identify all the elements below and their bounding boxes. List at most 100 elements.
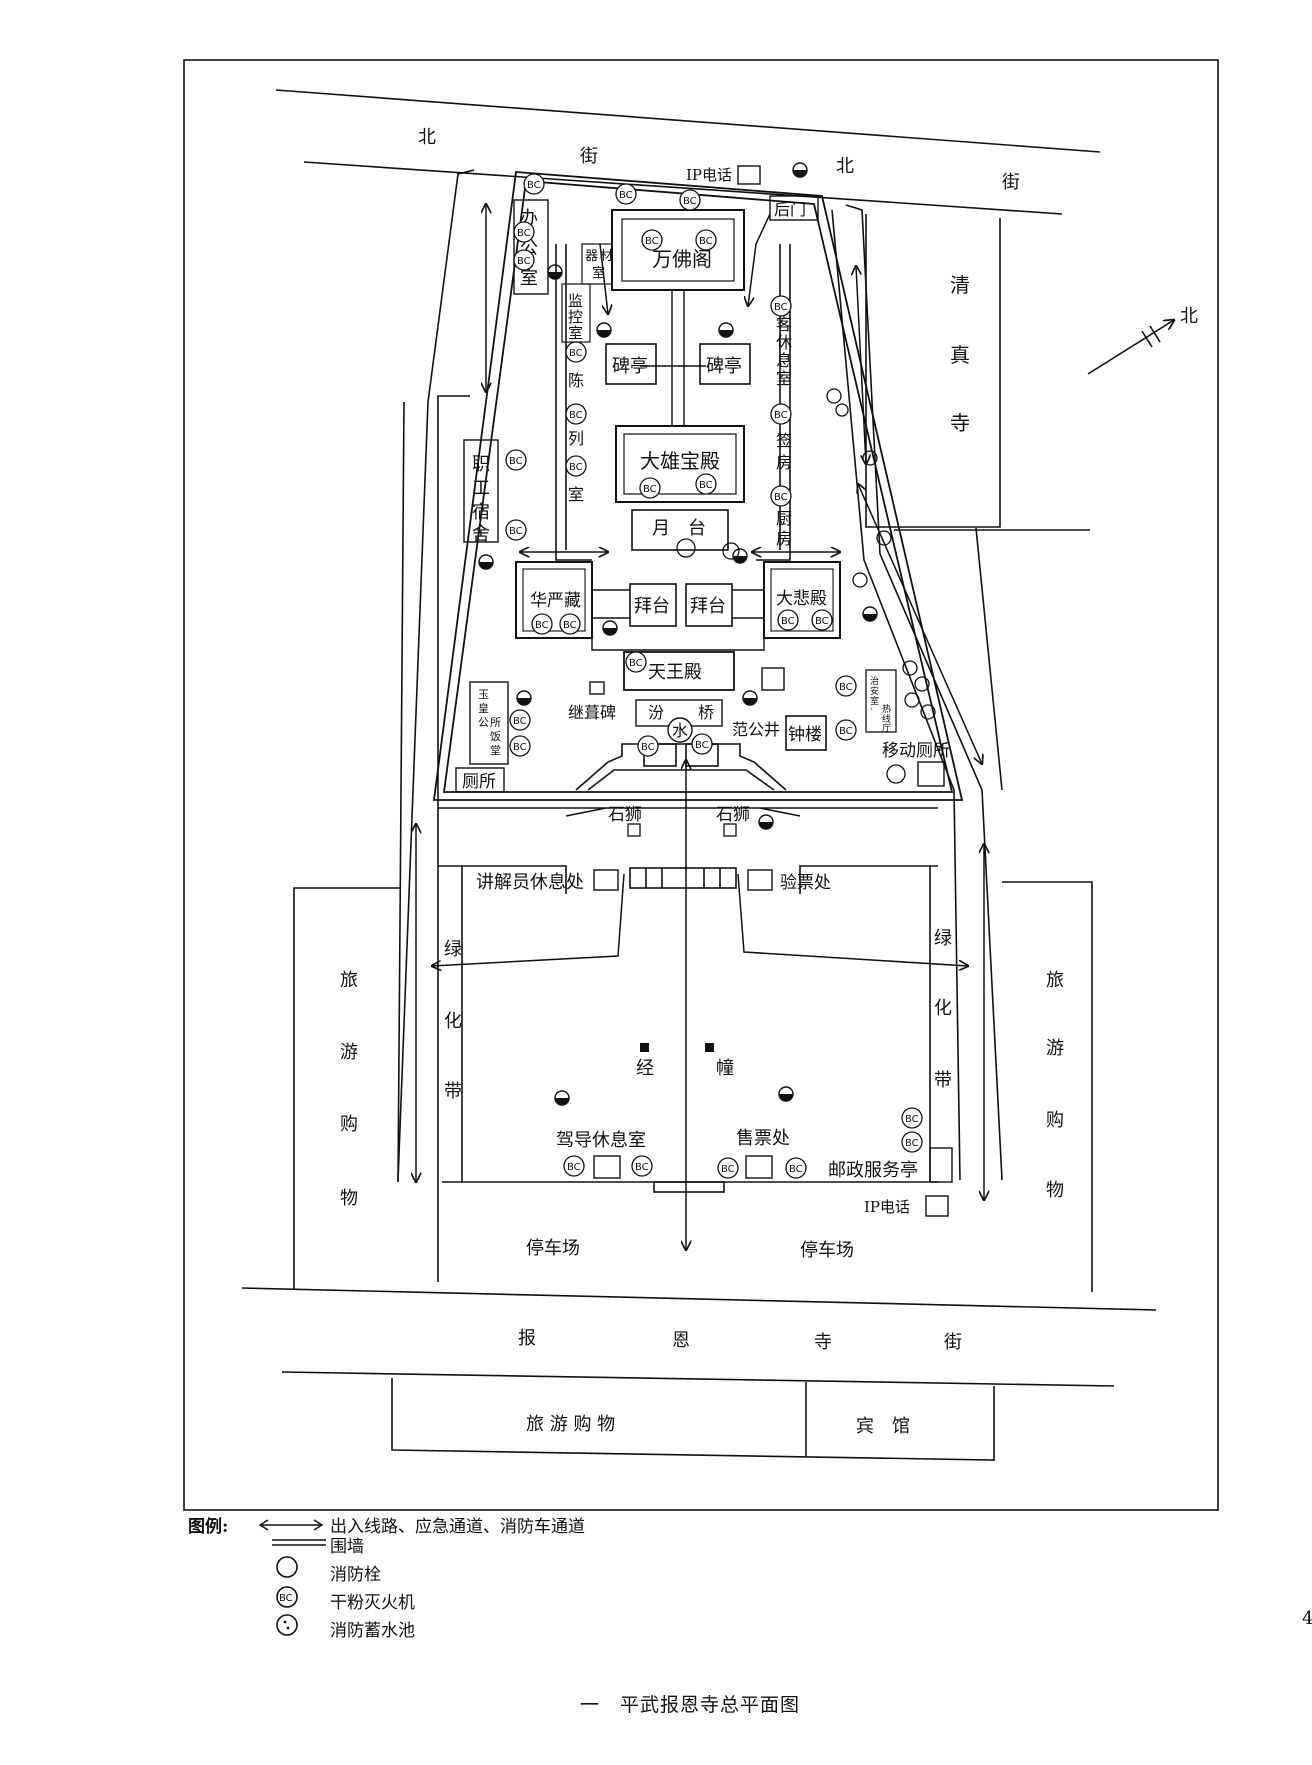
extinguisher-icon: BC: [639, 477, 661, 499]
ip-phone-top: IP电话: [686, 165, 761, 185]
svg-text:购: 购: [340, 1114, 358, 1135]
south-buildings: [391, 1378, 995, 1461]
central-axis: [640, 290, 706, 426]
extinguisher-icon: BC: [695, 229, 717, 251]
svg-text:物: 物: [1046, 1180, 1064, 1201]
svg-text:BC: BC: [509, 456, 523, 467]
svg-text:BC: BC: [643, 484, 657, 495]
svg-text:BC: BC: [513, 742, 527, 753]
svg-text:房: 房: [776, 453, 792, 472]
svg-text:安: 安: [870, 685, 879, 697]
extinguisher-icon: BC: [835, 675, 857, 697]
svg-text:化: 化: [934, 998, 952, 1019]
svg-text:带: 带: [934, 1070, 952, 1091]
svg-text:BC: BC: [781, 616, 795, 627]
fire-hydrant-icon: [547, 264, 563, 280]
svg-text:宿: 宿: [472, 502, 490, 523]
svg-text:经: 经: [636, 1058, 654, 1079]
fire-hydrant-icon: [478, 554, 494, 570]
svg-text:化: 化: [444, 1011, 462, 1032]
legend-wall-label: 围墙: [330, 1537, 364, 1557]
svg-text:BC: BC: [635, 1162, 649, 1173]
ticket-check: 验票处: [747, 869, 831, 893]
svg-text:碑亭: 碑亭: [706, 356, 742, 377]
inner-courtyard: [555, 244, 791, 561]
shop-left-label: 旅 游 购 物: [340, 970, 358, 1209]
stele-pavilion-left: 碑亭: [605, 343, 657, 385]
svg-text:息: 息: [776, 351, 792, 370]
fire-hydrant-icon: [602, 620, 618, 636]
svg-text:休: 休: [776, 333, 792, 352]
shop-bottom-label: 旅 游 购 物: [526, 1414, 615, 1435]
svg-text:石狮: 石狮: [716, 805, 750, 825]
svg-text:签: 签: [776, 431, 792, 450]
svg-text:报: 报: [518, 1328, 536, 1349]
svg-text:BC: BC: [699, 236, 713, 247]
legend-title: 图例:: [188, 1517, 229, 1537]
office-room: 办 公 室: [513, 199, 549, 295]
svg-text:IP电话: IP电话: [686, 166, 732, 184]
extinguisher-icon: BC: [523, 173, 545, 195]
svg-text:恩: 恩: [672, 1330, 690, 1351]
restaurant-hall: 玉 皇 公 所 饭 堂: [469, 681, 509, 765]
staff-dormitory: 职 工 宿 舍: [463, 439, 499, 545]
extinguisher-icon: BC: [625, 651, 647, 673]
extinguisher-icon: BC: [901, 1131, 923, 1153]
legend-pool-label: 消防蓄水池: [330, 1621, 415, 1641]
north-street: [275, 89, 1101, 215]
fire-hydrant-icon: [792, 162, 808, 178]
svg-text:桥: 桥: [698, 703, 714, 722]
extinguisher-icon: BC: [811, 609, 833, 631]
svg-text:工: 工: [472, 478, 490, 499]
main-gate: [575, 743, 787, 791]
svg-text:厅: 厅: [882, 723, 891, 734]
fire-hydrant-icon: [758, 814, 774, 830]
svg-text:BC: BC: [535, 620, 549, 631]
extinguisher-icon: BC: [563, 1155, 585, 1177]
svg-text:BC: BC: [699, 480, 713, 491]
legend-hydrant-label: 消防栓: [330, 1565, 381, 1585]
svg-text:幢: 幢: [716, 1058, 734, 1079]
svg-text:BC: BC: [619, 190, 633, 201]
svg-text:列: 列: [568, 429, 584, 448]
svg-text:拜台: 拜台: [634, 596, 670, 617]
extinguisher-icon: BC: [565, 341, 587, 363]
svg-text:职: 职: [472, 454, 490, 475]
svg-text:BC: BC: [683, 196, 697, 207]
svg-text:BC: BC: [527, 180, 541, 191]
extinguisher-symbol-icon: BC: [276, 1586, 298, 1608]
svg-text:室: 室: [592, 265, 605, 281]
svg-text:室: 室: [520, 268, 538, 289]
svg-text:华严藏: 华严藏: [530, 591, 581, 611]
extinguisher-icon: BC: [631, 1155, 653, 1177]
svg-text:BC: BC: [815, 616, 829, 627]
front-plaza: [438, 807, 938, 1193]
svg-text:BC: BC: [905, 1114, 919, 1125]
svg-text:房: 房: [776, 529, 792, 548]
svg-text:街: 街: [944, 1332, 962, 1353]
stair-block: [761, 667, 785, 691]
svg-text:范公井: 范公井: [732, 720, 780, 739]
bell-tower: 钟楼: [785, 715, 827, 751]
svg-text:物: 物: [340, 1188, 358, 1209]
svg-text:BC: BC: [567, 1162, 581, 1173]
mosque-block: [865, 214, 1090, 531]
svg-text:治: 治: [870, 675, 879, 687]
page-number: 4: [1302, 1608, 1312, 1629]
driver-rest-room: 驾导休息室: [556, 1130, 646, 1179]
svg-text:后门: 后门: [774, 200, 806, 219]
svg-text:监: 监: [568, 292, 583, 310]
svg-text:玉: 玉: [478, 688, 489, 701]
moon-platform: 月 台: [631, 509, 729, 551]
svg-text:所: 所: [490, 716, 501, 729]
svg-text:旅: 旅: [340, 970, 358, 991]
extinguisher-icon: BC: [565, 455, 587, 477]
extinguisher-icon: BC: [770, 295, 792, 317]
signing-room: 签 房: [776, 431, 792, 472]
svg-text:BC: BC: [569, 410, 583, 421]
north-street-label-4: 街: [1002, 172, 1020, 193]
extinguisher-icon: BC: [505, 449, 527, 471]
extinguisher-icon: BC: [505, 519, 527, 541]
extinguisher-icon: BC: [770, 403, 792, 425]
svg-text:BC: BC: [839, 682, 853, 693]
